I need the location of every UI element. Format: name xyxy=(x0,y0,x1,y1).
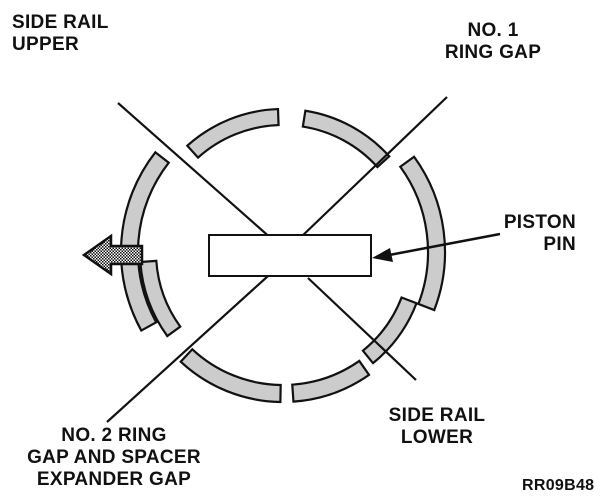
piston-pin-label-line1: PISTON xyxy=(503,212,576,233)
side-rail-upper-label-line2: UPPER xyxy=(12,34,79,55)
side-rail-lower-label-line2: LOWER xyxy=(400,427,474,448)
no1-ring-gap-line xyxy=(299,96,448,239)
ring-segment-top-right xyxy=(301,109,391,169)
no1-ring-gap-label-line1: NO. 1 xyxy=(467,20,519,41)
ring-segment-right-lower xyxy=(361,296,418,365)
no1-ring-gap-label-line2: RING GAP xyxy=(444,42,542,63)
figure-code: RR09B48 xyxy=(522,477,595,494)
piston-pin-leader-line xyxy=(383,232,501,258)
left-arrow-icon xyxy=(81,233,144,277)
ring-segment-top-left xyxy=(185,107,280,160)
ring-segment-left-upper xyxy=(119,150,171,333)
ring-segment-right-upper xyxy=(398,155,447,312)
no1-ring-gap-label: NO. 1 RING GAP xyxy=(438,20,548,64)
ring-segments xyxy=(119,107,447,404)
piston-pin-label: PISTON PIN xyxy=(490,212,576,256)
piston-pin-leader-arrowhead xyxy=(372,248,393,262)
no2-ring-gap-label: NO. 2 RING GAP AND SPACER EXPANDER GAP xyxy=(14,425,214,491)
side-rail-lower-line xyxy=(307,277,417,381)
ring-segment-bottom-left xyxy=(179,347,282,404)
side-rail-upper-label-line1: SIDE RAIL xyxy=(12,12,109,33)
no2-ring-gap-label-line2: GAP AND SPACER xyxy=(27,447,201,468)
piston-pin-label-line2: PIN xyxy=(543,234,576,255)
piston-pin-box xyxy=(208,234,372,277)
ring-segment-left-lower xyxy=(139,259,182,338)
side-rail-upper-label: SIDE RAIL UPPER xyxy=(12,12,109,56)
no2-ring-gap-label-line3: EXPANDER GAP xyxy=(36,469,192,490)
ring-segment-bottom-right xyxy=(291,359,371,403)
side-rail-lower-label: SIDE RAIL LOWER xyxy=(382,405,492,449)
side-rail-upper-line xyxy=(117,102,274,241)
no2-ring-gap-label-line1: NO. 2 RING xyxy=(61,425,167,446)
side-rail-lower-label-line1: SIDE RAIL xyxy=(388,405,486,426)
no2-ring-gap-line xyxy=(106,275,269,423)
